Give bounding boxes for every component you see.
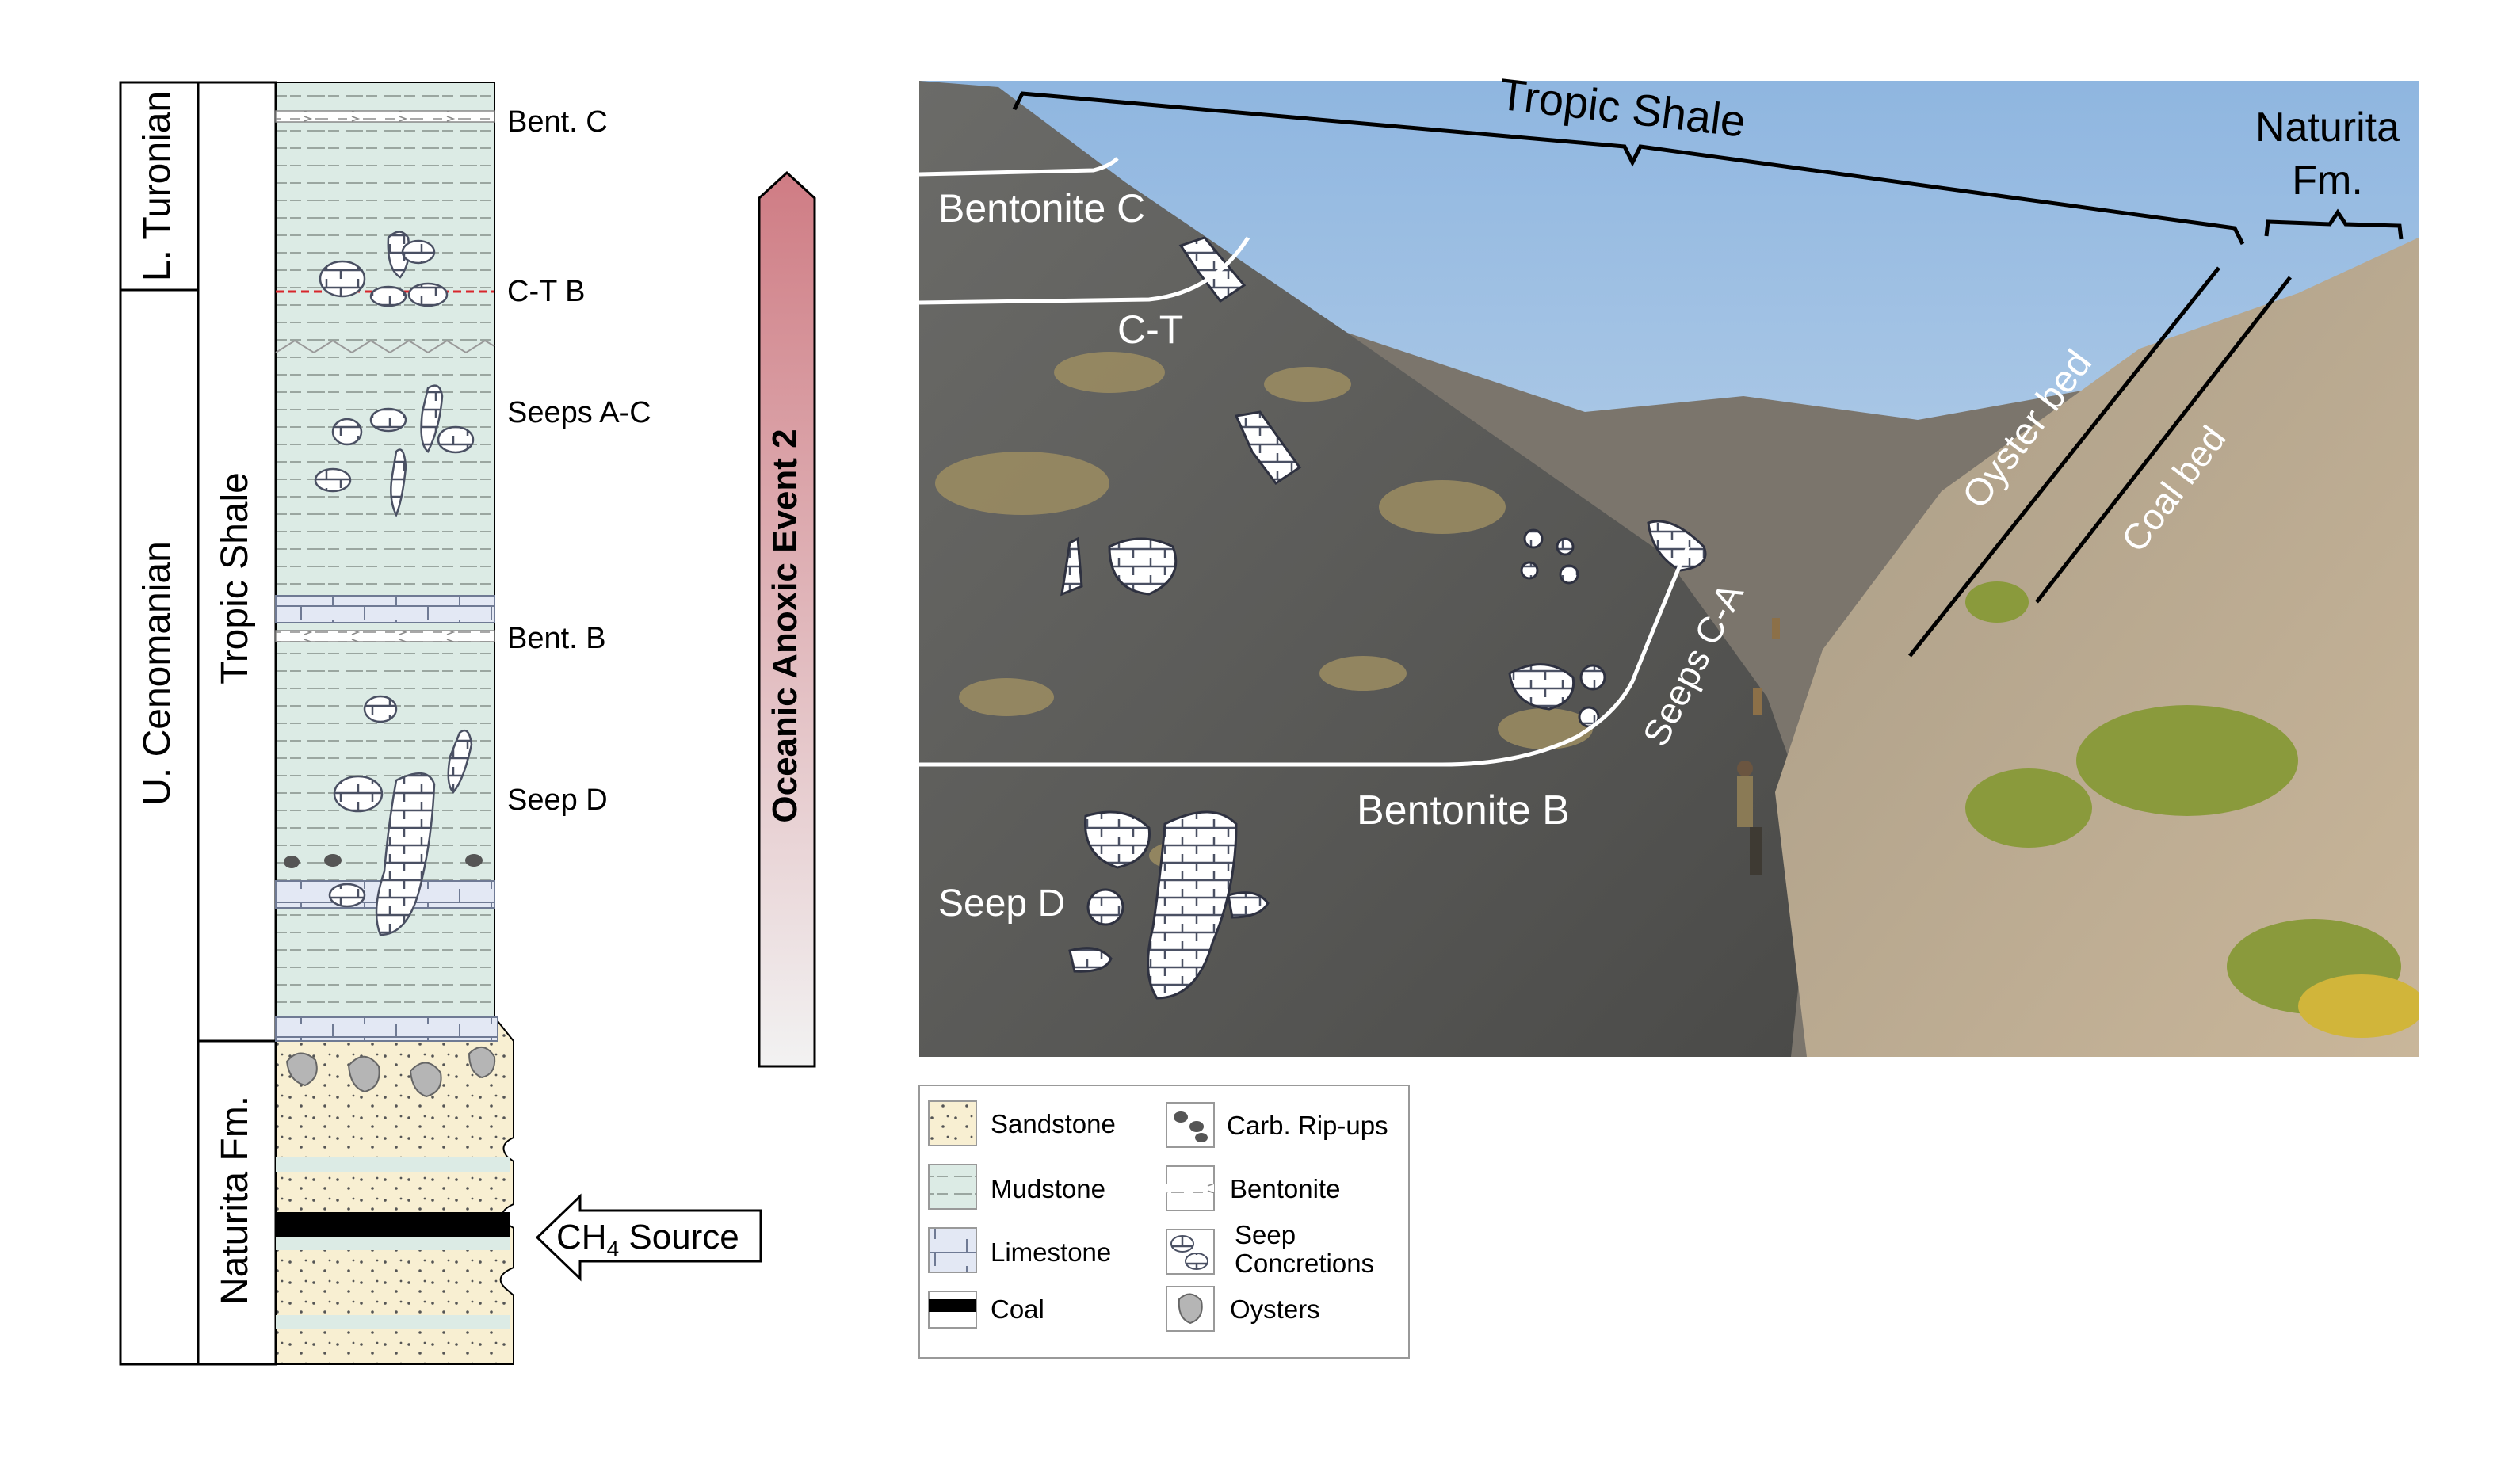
mud-interbed-3 (276, 1315, 510, 1329)
photo-yellow-shrub (2298, 974, 2419, 1038)
legend-label-limestone: Limestone (991, 1237, 1111, 1267)
legend-rip-ups-marks (1174, 1111, 1208, 1142)
legend-bentonite-band (1166, 1184, 1214, 1193)
legend-swatch-sandstone (928, 1100, 977, 1146)
legend-label-coal: Coal (991, 1295, 1044, 1324)
column-oysters (285, 1047, 496, 1098)
formation-box-naturita (197, 1039, 277, 1366)
oyster-icon (1178, 1293, 1203, 1325)
hiatus-line (275, 339, 495, 354)
photo-people (1737, 618, 1780, 875)
legend-swatch-limestone (928, 1227, 977, 1273)
bracket-naturita (2264, 208, 2404, 240)
photo-label-ct: C-T (1117, 307, 1183, 352)
legend-label-oysters: Oysters (1230, 1295, 1320, 1324)
label-seep-d: Seep D (507, 784, 608, 817)
photo-label-bentonite-c: Bentonite C (938, 186, 1145, 231)
limestone-cap (275, 1016, 498, 1042)
mud-interbed-1 (276, 1157, 510, 1172)
legend-swatch-coal-band (929, 1299, 976, 1312)
ch4-source-label: CH4 Source (556, 1218, 739, 1261)
photo-label-naturita-1: Naturita (2255, 105, 2400, 151)
photo-label-seep-d: Seep D (938, 883, 1065, 925)
ch4-source-arrow (535, 1193, 762, 1282)
legend-label-sandstone: Sandstone (991, 1109, 1116, 1138)
photo-label-bentonite-b: Bentonite B (1357, 787, 1570, 833)
limestone-bed-upper (275, 595, 495, 623)
oae2-label: Oceanic Anoxic Event 2 (766, 429, 804, 822)
legend-swatch-mudstone (928, 1164, 977, 1210)
stage-box-turonian (119, 81, 200, 292)
label-bent-c: Bent. C (507, 105, 608, 139)
stage-label-cenomanian: U. Cenomanian (136, 541, 178, 806)
formation-label-tropic: Tropic Shale (214, 472, 256, 684)
photo-shale-slope (919, 81, 1815, 1057)
mud-interbed-2 (276, 1237, 510, 1250)
field-photo (919, 81, 2419, 1057)
bracket-tropic-shale (1012, 91, 2245, 246)
photo-label-naturita-2: Fm. (2292, 158, 2363, 204)
photo-sandstone-slope (1775, 238, 2419, 1057)
stage-box-cenomanian (119, 288, 200, 1366)
legend-label-bentonite: Bentonite (1230, 1174, 1340, 1203)
legend-seep-marks (1170, 1235, 1208, 1270)
photo-contact-lines (919, 157, 1690, 767)
photo-bed-lines (1908, 266, 2292, 658)
legend-frame (918, 1085, 1410, 1359)
column-labels: Bent. C C-T B Seeps A-C Bent. B Seep D (507, 105, 651, 817)
legend-label-rip-ups: Carb. Rip-ups (1227, 1111, 1388, 1140)
legend-label-mudstone: Mudstone (991, 1174, 1105, 1203)
stage-label-turonian: L. Turonian (136, 91, 178, 281)
coal-bed (276, 1212, 510, 1237)
legend-label-seep-1: Seep (1235, 1220, 1296, 1249)
legend: Sandstone Mudstone Limestone Coal Carb. … (918, 1085, 1410, 1359)
formation-label-naturita: Naturita Fm. (214, 1096, 256, 1305)
oae2-arrow (758, 170, 816, 1068)
bentonite-b-layer (275, 630, 495, 642)
column-seep-concretions (314, 231, 475, 936)
label-bent-b: Bent. B (507, 622, 606, 655)
formation-box-tropic (197, 81, 277, 1043)
photo-seep-concretions (1060, 236, 1707, 1000)
bentonite-c-layer (275, 110, 495, 123)
legend-label-seep-2: Concretions (1235, 1249, 1374, 1278)
label-ctb: C-T B (507, 275, 586, 308)
strat-column: L. Turonian U. Cenomanian Tropic Shale N… (119, 81, 816, 1366)
label-seeps-ac: Seeps A-C (507, 396, 651, 429)
